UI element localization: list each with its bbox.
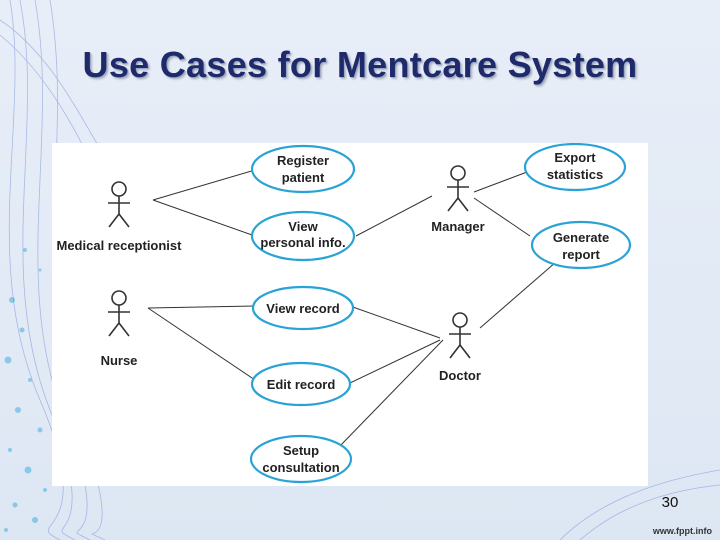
use-case-label-line: Register [277,153,329,168]
use-case-label-line: consultation [262,460,339,475]
use-case-label-line: Generate [553,230,609,245]
actor-icon [111,290,127,306]
line-nurse-view-record [147,305,256,309]
actor-nurse [108,290,130,337]
association-lines [147,169,557,449]
actor-label-doctor: Doctor [439,368,481,383]
actor-icon [111,181,127,197]
use-case-register-patient: Register patient [250,144,356,194]
line-doctor-generate [479,261,557,329]
actor-medical-receptionist [108,181,130,228]
actor-label-manager: Manager [431,219,484,234]
actor-label-medical-receptionist: Medical receptionist [57,238,183,253]
use-case-diagram: Medical receptionist Nurse Manager [57,143,632,484]
footer-url: www.fppt.info [652,526,712,536]
actor-icon [450,165,466,181]
actor-icon [452,312,468,328]
use-case-label-line: patient [282,170,325,185]
decorative-dots [4,248,47,532]
line-doctor-edit-record [349,339,441,384]
line-manager-export [473,171,528,193]
use-case-diagram-panel: Medical receptionist Nurse Manager [52,143,648,486]
use-case-view-record: View record [251,285,355,331]
use-case-generate-report: Generate report [530,220,632,270]
use-case-edit-record: Edit record [250,361,352,407]
use-case-label-line: personal info. [260,235,345,250]
use-case-export-statistics: Export statistics [523,143,627,192]
line-receptionist-view-personal [152,199,256,237]
slide-title: Use Cases for Mentcare System [82,44,638,85]
slide-page-number: 30 [661,494,679,511]
line-receptionist-register [152,169,256,201]
line-doctor-setup [337,339,444,449]
use-case-label-line: Edit record [267,377,336,392]
line-doctor-view-record [349,305,441,339]
line-manager-view-personal [355,195,433,237]
line-nurse-edit-record [147,307,256,381]
use-case-label-line: Export [554,150,596,165]
use-case-view-personal-info: View personal info. [250,210,356,262]
line-manager-generate [473,197,531,237]
actor-manager [447,165,469,212]
use-case-label-line: View [288,219,318,234]
use-case-label-line: statistics [547,167,603,182]
use-case-setup-consultation: Setup consultation [249,434,353,484]
use-case-label-line: report [562,247,600,262]
use-case-label-line: Setup [283,443,319,458]
actor-label-nurse: Nurse [101,353,138,368]
use-case-label-line: View record [266,301,340,316]
actor-doctor [449,312,471,359]
